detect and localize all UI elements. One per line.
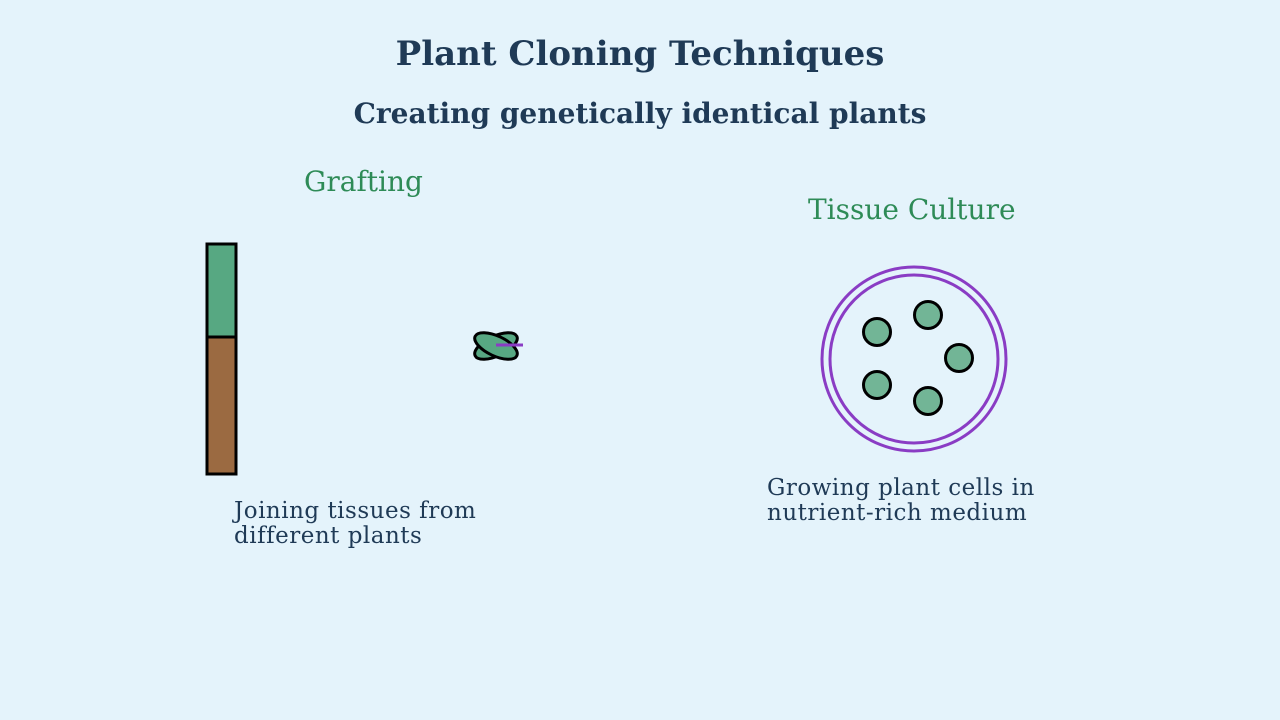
grafting-description-line-2: different plants bbox=[234, 523, 423, 549]
petri-dish-inner-rim bbox=[828, 273, 1000, 445]
tissue-culture-description-line-1: Growing plant cells in bbox=[767, 475, 1035, 501]
graft-union-icon bbox=[473, 331, 523, 361]
petri-dish-outer-rim bbox=[820, 265, 1008, 453]
grafting-illustration bbox=[205, 242, 238, 476]
plant-cell bbox=[913, 300, 943, 330]
grafting-description-line-1: Joining tissues from bbox=[234, 498, 477, 524]
page-subtitle: Creating genetically identical plants bbox=[353, 97, 927, 130]
petri-dish-illustration bbox=[820, 265, 1008, 453]
plant-cell bbox=[862, 370, 892, 400]
grafting-description: Joining tissues from different plants bbox=[234, 499, 476, 549]
tissue-culture-description: Growing plant cells in nutrient-rich med… bbox=[767, 476, 1035, 526]
rootstock-segment bbox=[205, 335, 238, 476]
plant-cell bbox=[944, 343, 974, 373]
plant-cell bbox=[862, 317, 892, 347]
tissue-culture-description-line-2: nutrient-rich medium bbox=[767, 500, 1028, 526]
plant-cell bbox=[913, 386, 943, 416]
scion-segment bbox=[205, 242, 238, 339]
tissue-culture-title: Tissue Culture bbox=[808, 193, 1016, 226]
page-title: Plant Cloning Techniques bbox=[395, 34, 885, 74]
grafting-title: Grafting bbox=[304, 165, 423, 198]
